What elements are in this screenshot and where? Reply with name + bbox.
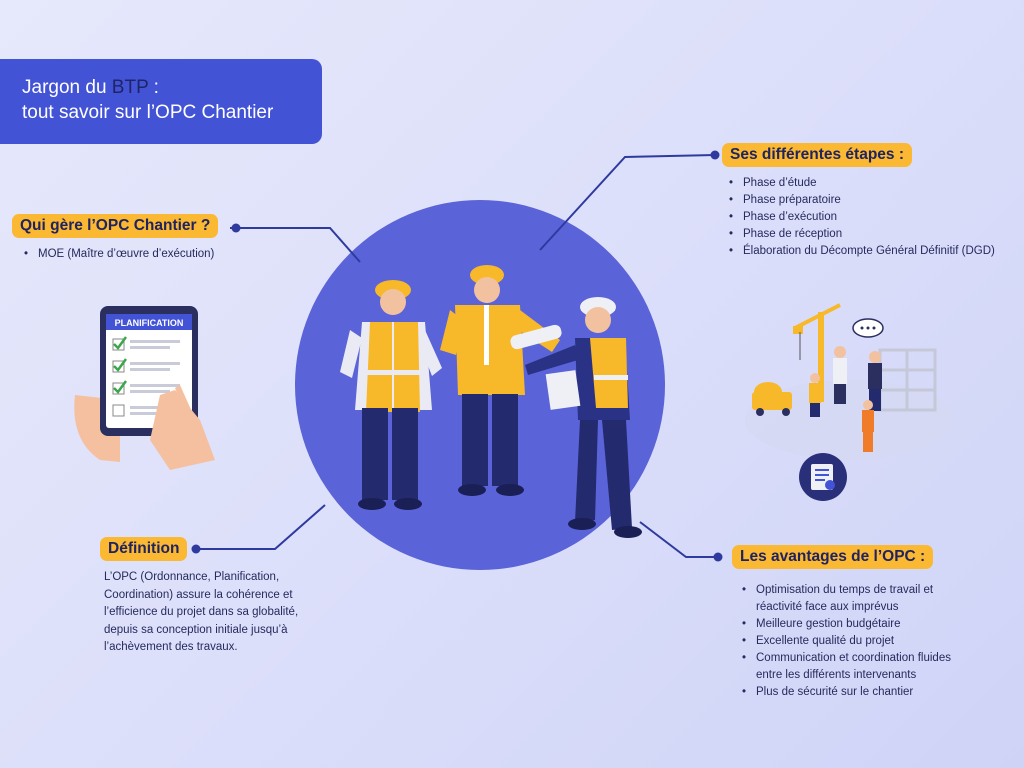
connector-qui-gere xyxy=(230,227,361,263)
connector-etapes xyxy=(539,154,716,251)
crane-icon xyxy=(793,303,841,402)
speech-bubble-icon xyxy=(852,318,884,338)
worker-middle-icon xyxy=(440,265,562,496)
list-item: Plus de sécurité sur le chantier xyxy=(740,684,980,701)
list-item: Phase de réception xyxy=(727,226,1012,243)
checklist-rows xyxy=(112,336,180,417)
list-item: Élaboration du Décompte Général Définiti… xyxy=(727,243,1012,260)
title-line-2: tout savoir sur l’OPC Chantier xyxy=(22,102,274,123)
connector-avantages xyxy=(639,521,718,558)
qui-gere-list: MOE (Maître d’œuvre d’exécution) xyxy=(22,246,282,263)
title-box: Jargon du BTP : tout savoir sur l’OPC Ch… xyxy=(0,59,322,144)
list-item: Communication et coordination fluides en… xyxy=(740,650,980,684)
connector-definition xyxy=(196,504,326,550)
list-item: Meilleure gestion budgétaire xyxy=(740,616,980,633)
site-workers-icon xyxy=(809,346,882,452)
tablet-label: PLANIFICATION xyxy=(115,318,184,328)
list-item: MOE (Maître d’œuvre d’exécution) xyxy=(22,246,282,263)
list-item: Phase d’exécution xyxy=(727,209,1012,226)
avantages-list: Optimisation du temps de travail et réac… xyxy=(740,582,980,701)
list-item: Phase d’étude xyxy=(727,175,1012,192)
list-item: Optimisation du temps de travail et réac… xyxy=(740,582,980,616)
list-item: Phase préparatoire xyxy=(727,192,1012,209)
qui-gere-heading: Qui gère l’OPC Chantier ? xyxy=(12,214,219,238)
worker-right-icon xyxy=(525,297,642,538)
etapes-heading: Ses différentes étapes : xyxy=(722,143,913,167)
list-item: Excellente qualité du projet xyxy=(740,633,980,650)
definition-text: L’OPC (Ordonnance, Planification, Coordi… xyxy=(104,571,299,653)
definition-heading: Définition xyxy=(100,537,188,561)
title-line-1: Jargon du BTP : xyxy=(22,77,159,98)
worker-left-icon xyxy=(340,280,442,510)
checklist-icon xyxy=(799,453,847,501)
building-frame-icon xyxy=(878,348,937,412)
avantages-heading: Les avantages de l’OPC : xyxy=(732,545,934,569)
etapes-list: Phase d’étude Phase préparatoire Phase d… xyxy=(727,175,1012,260)
concrete-mixer-icon xyxy=(752,382,792,416)
